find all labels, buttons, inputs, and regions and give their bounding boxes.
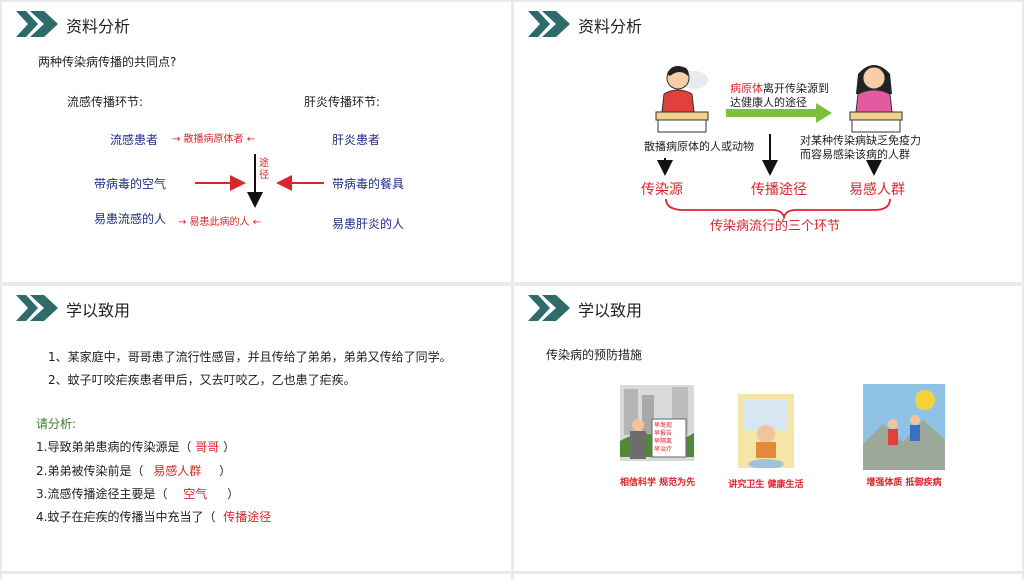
source-desc: 散播病原体的人或动物 [644,140,754,153]
three-links-summary: 传染病流行的三个环节 [710,219,841,234]
question-3-end: ） [227,487,240,501]
slide-title: 学以致用 [66,301,131,320]
question-2: 2.弟弟被传染前是（ 易感人群 ） [36,462,231,479]
flu-patient: 流感患者 [110,133,159,147]
slide-3[interactable]: 学以致用 1、某家庭中，哥哥患了流行性感冒，并且传给了弟弟，弟弟又传给了同学。 … [2,286,511,571]
slide-5-edge[interactable] [2,574,511,580]
label-route: 传播途径 [751,182,807,198]
chevron-icon [528,295,570,321]
slide-title: 学以致用 [578,301,643,320]
pathogen-line2: 达健康人的途径 [730,96,807,109]
answer-4: 传播途径 [223,510,272,524]
transmission-diagram [657,103,891,221]
question-1-text: 1.导致弟弟患病的传染源是（ [36,440,192,454]
sick-boy-illustration [655,66,709,133]
question-text: 两种传染病传播的共同点? [38,55,177,69]
case-2: 2、蚊子叮咬疟疾患者甲后，又去叮咬乙，乙也患了疟疾。 [48,373,356,387]
pathogen-rest: 离开传染源到 [763,82,829,95]
question-2-end: ） [219,464,232,478]
susceptible-desc-1: 对某种传染病缺乏免疫力 [800,134,921,147]
answer-3: 空气 [183,487,208,501]
answer-1: 哥哥 [195,440,220,454]
prevention-subtitle: 传染病的预防措施 [546,348,643,362]
hepatitis-tableware: 带病毒的餐具 [332,177,405,191]
susceptible-desc-2: 而容易感染该病的人群 [800,148,910,161]
pathogen-text: 病原体离开传染源到 [730,80,829,96]
hepatitis-patient: 肝炎患者 [332,133,381,147]
analyze-label: 请分析: [36,417,77,431]
flu-air: 带病毒的空气 [94,177,167,191]
question-1-end: ） [223,440,236,454]
question-4-text: 4.蚊子在疟疾的传播当中充当了（ [36,510,216,524]
slide-4[interactable]: 学以致用 传染病的预防措施 早发现 早报告 早隔离 早治疗 相信科学 规范为先 … [514,286,1022,571]
poster-1-sign: 早发现 早报告 早隔离 早治疗 [654,422,673,453]
flu-susceptible: 易患流感的人 [94,212,167,226]
chevron-icon [528,11,570,37]
chevron-icon [16,295,58,321]
route-annotation: 途 径 [259,158,269,181]
poster-3-caption: 增强体质 抵御疾病 [866,478,942,488]
poster-hygiene-image [738,394,794,476]
transmission-arrow [726,103,832,123]
hepatitis-heading: 肝炎传播环节: [304,95,381,109]
question-3-text: 3.流感传播途径主要是（ [36,487,168,501]
question-3: 3.流感传播途径主要是（ 空气 ） [36,485,239,502]
question-2-text: 2.弟弟被传染前是（ [36,464,144,478]
susceptible-annotation: → 易患此病的人 ← [178,217,262,228]
pathogen-word: 病原体 [730,82,763,95]
poster-science-image [620,385,694,475]
slide-title: 资料分析 [66,17,131,36]
brace [665,198,891,221]
girl-illustration [849,65,903,133]
arrows-diagram [195,154,324,208]
slide-6-edge[interactable] [514,574,1022,580]
spreader-annotation: → 散播病原体者 ← [172,134,256,145]
question-1: 1.导致弟弟患病的传染源是（ 哥哥 ） [36,438,235,455]
chevron-icon [16,11,58,37]
answer-2: 易感人群 [153,464,202,478]
slide-title: 资料分析 [578,17,643,36]
label-susceptible: 易感人群 [849,182,905,198]
hepatitis-susceptible: 易患肝炎的人 [332,217,405,231]
slide-1[interactable]: 资料分析 两种传染病传播的共同点? 流感传播环节: 肝炎传播环节: 流感患者 带… [2,2,511,282]
question-4: 4.蚊子在疟疾的传播当中充当了（ 传播途径 [36,508,271,525]
label-source: 传染源 [641,182,683,198]
case-1: 1、某家庭中，哥哥患了流行性感冒，并且传给了弟弟，弟弟又传给了同学。 [48,350,452,364]
slide-2[interactable]: 资料分析 病原体离开传染源到 达健康人的途径 散播病原体的人或动物 对某种传染病… [514,2,1022,282]
poster-fitness-image [863,384,945,482]
poster-2-caption: 讲究卫生 健康生活 [728,480,804,490]
flu-heading: 流感传播环节: [67,95,144,109]
poster-1-caption: 相信科学 规范为先 [620,478,696,488]
